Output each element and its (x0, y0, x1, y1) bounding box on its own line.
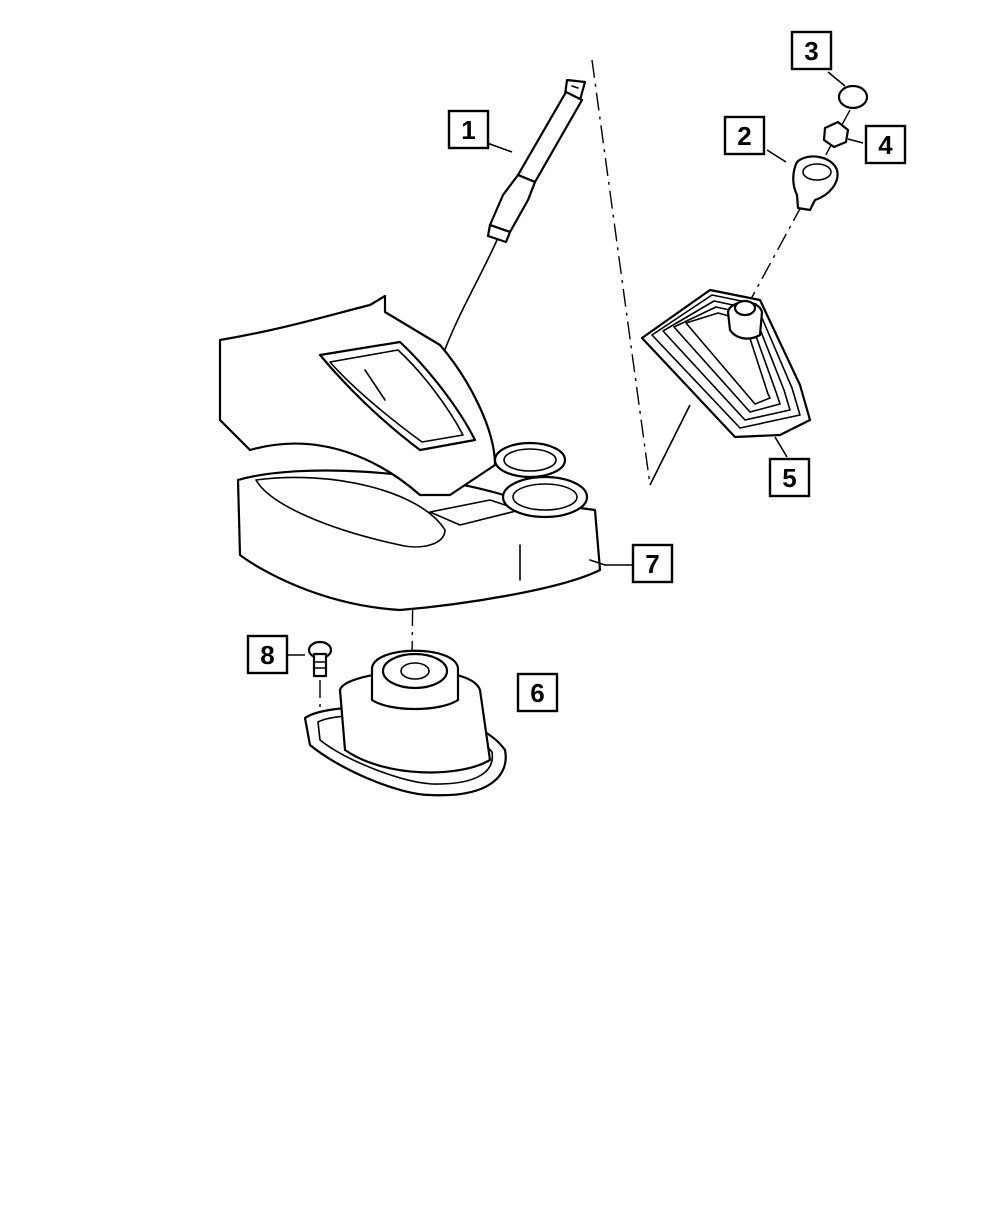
callout-7-label: 7 (645, 549, 659, 579)
callout-4-label: 4 (878, 130, 893, 160)
callout-1-label: 1 (461, 115, 475, 145)
shift-boot-part-5 (640, 288, 812, 439)
callout-2-label: 2 (737, 121, 751, 151)
callout-6: 6 (516, 672, 559, 713)
callout-leaders (286, 71, 864, 656)
callout-8: 8 (246, 634, 289, 675)
screw-part-8 (307, 640, 333, 678)
callout-3-label: 3 (804, 36, 818, 66)
shift-knob-part-2 (792, 155, 839, 212)
shift-lever-part-1 (486, 78, 587, 244)
callout-1: 1 (447, 109, 490, 150)
callout-7: 7 (631, 543, 674, 584)
callout-4: 4 (864, 124, 907, 165)
callout-5-label: 5 (782, 463, 796, 493)
callout-5: 5 (768, 457, 811, 498)
lower-boot-part-6 (303, 649, 507, 797)
callout-2: 2 (723, 115, 766, 156)
callout-3: 3 (790, 30, 833, 71)
callout-6-label: 6 (530, 678, 544, 708)
callout-8-label: 8 (260, 640, 274, 670)
knob-cap-part-3 (837, 84, 869, 110)
nut-part-4 (822, 120, 850, 149)
console-part-7 (218, 294, 606, 612)
